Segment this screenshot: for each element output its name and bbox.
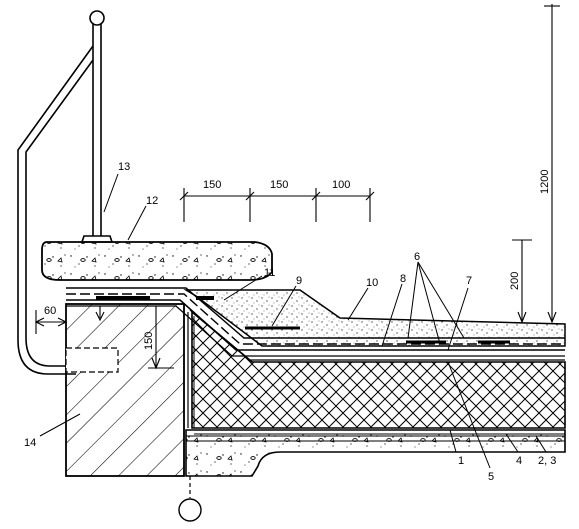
callout-8: 8: [400, 273, 406, 285]
dimension-lines: [34, 4, 560, 370]
callout-14: 14: [24, 437, 36, 449]
dim-1200: 1200: [539, 170, 551, 194]
protective-screed: [183, 289, 566, 347]
concrete-slab: [185, 429, 566, 477]
callout-5: 5: [488, 471, 494, 483]
dim-200: 200: [509, 272, 521, 290]
dim-150-first: 150: [203, 179, 221, 191]
drain-marker: [178, 476, 202, 522]
callout-12: 12: [146, 195, 158, 207]
callout-6: 6: [414, 251, 420, 263]
coping-stone: [41, 241, 273, 281]
callout-2-3: 2, 3: [538, 455, 556, 467]
callout-labels: 13 12 11 9 10 6 8 7 14 1 5 4 2, 3: [24, 161, 556, 483]
parapet-wall: [65, 303, 185, 477]
dim-150-vertical: 150: [143, 332, 155, 350]
drain-circle: [178, 498, 202, 522]
dimension-labels: 150 150 100 1200 200 150 60: [44, 170, 551, 350]
callout-10: 10: [366, 277, 378, 289]
callout-13: 13: [118, 161, 130, 173]
railing-inner-brace: [25, 59, 94, 367]
dim-60: 60: [44, 305, 56, 317]
dim-150-second: 150: [270, 179, 288, 191]
callout-1: 1: [458, 455, 464, 467]
dim-100: 100: [332, 179, 350, 191]
callout-4: 4: [516, 455, 522, 467]
callout-11: 11: [264, 267, 275, 279]
railing-outer-brace: [17, 45, 94, 375]
callout-7: 7: [466, 275, 472, 287]
railing: [17, 10, 114, 375]
callout-9: 9: [296, 275, 302, 287]
leader-lines: [39, 173, 547, 469]
railing-top-ring: [89, 10, 105, 26]
